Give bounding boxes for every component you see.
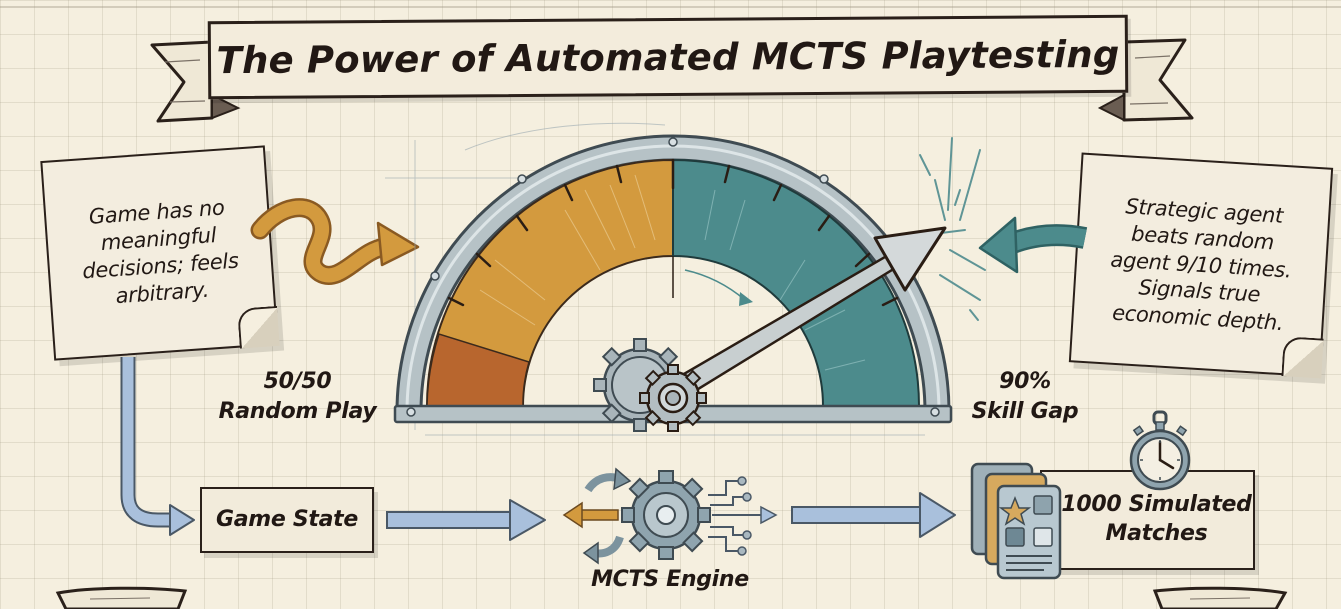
gauge-left-label: 50/50 Random Play — [218, 369, 377, 424]
note-insight-text: Strategic agent beats random agent 9/10 … — [1109, 194, 1293, 336]
mcts-engine-icon — [562, 467, 778, 565]
flow-arrow-to-engine — [386, 499, 546, 541]
page-title: The Power of Automated MCTS Playtesting — [216, 32, 1120, 82]
flow-step-mcts-engine: MCTS Engine — [591, 567, 749, 592]
page-curl-icon — [1281, 336, 1324, 379]
flow-arrow-down-right — [120, 357, 195, 536]
gauge-right-label: 90% Skill Gap — [971, 369, 1079, 424]
bottom-banner-edges — [55, 586, 1288, 609]
title-banner: The Power of Automated MCTS Playtesting — [207, 14, 1129, 100]
title-banner-ribbon — [150, 38, 1194, 123]
flow-arrow-to-matches — [791, 492, 956, 538]
top-rule — [0, 6, 1341, 8]
flow-step-game-state: Game State — [200, 487, 374, 553]
game-cards-icon — [970, 462, 1062, 580]
page-curl-icon — [237, 305, 280, 349]
orange-squiggle-arrow-icon — [250, 198, 420, 285]
skill-gap-gauge — [385, 122, 953, 436]
teal-curved-arrow-icon — [978, 216, 1088, 274]
note-problem-text: Game has no meaningful decisions; feels … — [81, 195, 240, 309]
sticky-note-problem: Game has no meaningful decisions; feels … — [40, 145, 280, 361]
sticky-note-insight: Strategic agent beats random agent 9/10 … — [1068, 152, 1334, 379]
stopwatch-icon — [1129, 410, 1191, 491]
impact-burst-icon — [919, 137, 986, 321]
